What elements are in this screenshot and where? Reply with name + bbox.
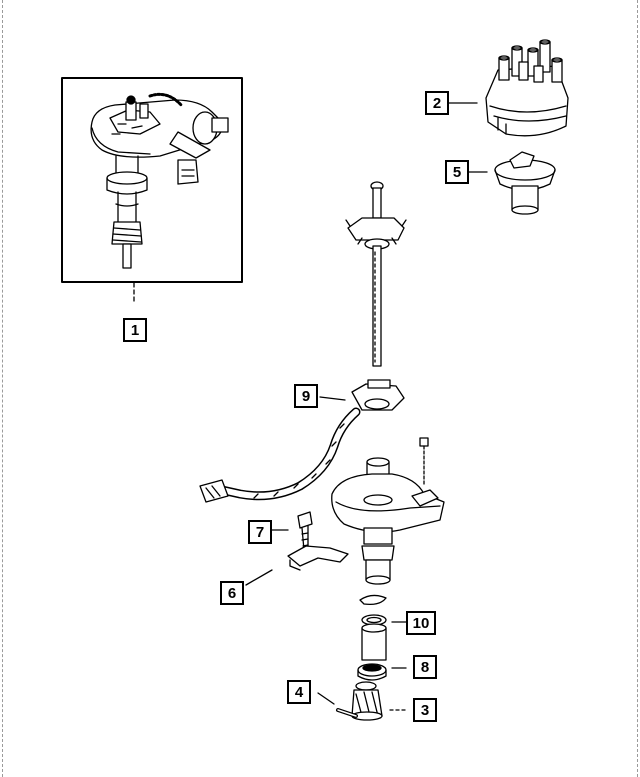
hold-down-bolt bbox=[297, 511, 313, 551]
callout-4[interactable]: 4 bbox=[287, 680, 311, 704]
pickup-coil-harness bbox=[199, 379, 405, 503]
hold-down-clamp bbox=[287, 545, 349, 571]
callout-3[interactable]: 3 bbox=[413, 698, 437, 722]
callout-10[interactable]: 10 bbox=[406, 611, 436, 635]
spring-washer-and-spacer bbox=[359, 594, 387, 661]
callout-5[interactable]: 5 bbox=[445, 160, 469, 184]
callout-1[interactable]: 1 bbox=[123, 318, 147, 342]
callout-7[interactable]: 7 bbox=[248, 520, 272, 544]
page-edge-right bbox=[637, 0, 638, 777]
roll-pin bbox=[336, 708, 358, 718]
drive-gear bbox=[351, 681, 383, 721]
callout-9[interactable]: 9 bbox=[294, 384, 318, 408]
callout-6[interactable]: 6 bbox=[220, 581, 244, 605]
leader-4 bbox=[317, 692, 335, 705]
thrust-washer bbox=[357, 663, 387, 681]
rotor bbox=[494, 151, 556, 215]
callout-8[interactable]: 8 bbox=[413, 655, 437, 679]
distributor-shaft bbox=[345, 181, 407, 367]
page-edge-left bbox=[2, 0, 3, 777]
distributor-cap bbox=[485, 39, 569, 137]
callout-2[interactable]: 2 bbox=[425, 91, 449, 115]
distributor-housing bbox=[331, 437, 445, 585]
distributor-assembly-frame bbox=[61, 77, 243, 283]
leader-9 bbox=[319, 396, 346, 401]
distributor-assembly-illustration bbox=[90, 92, 229, 269]
leader-6 bbox=[245, 569, 273, 586]
